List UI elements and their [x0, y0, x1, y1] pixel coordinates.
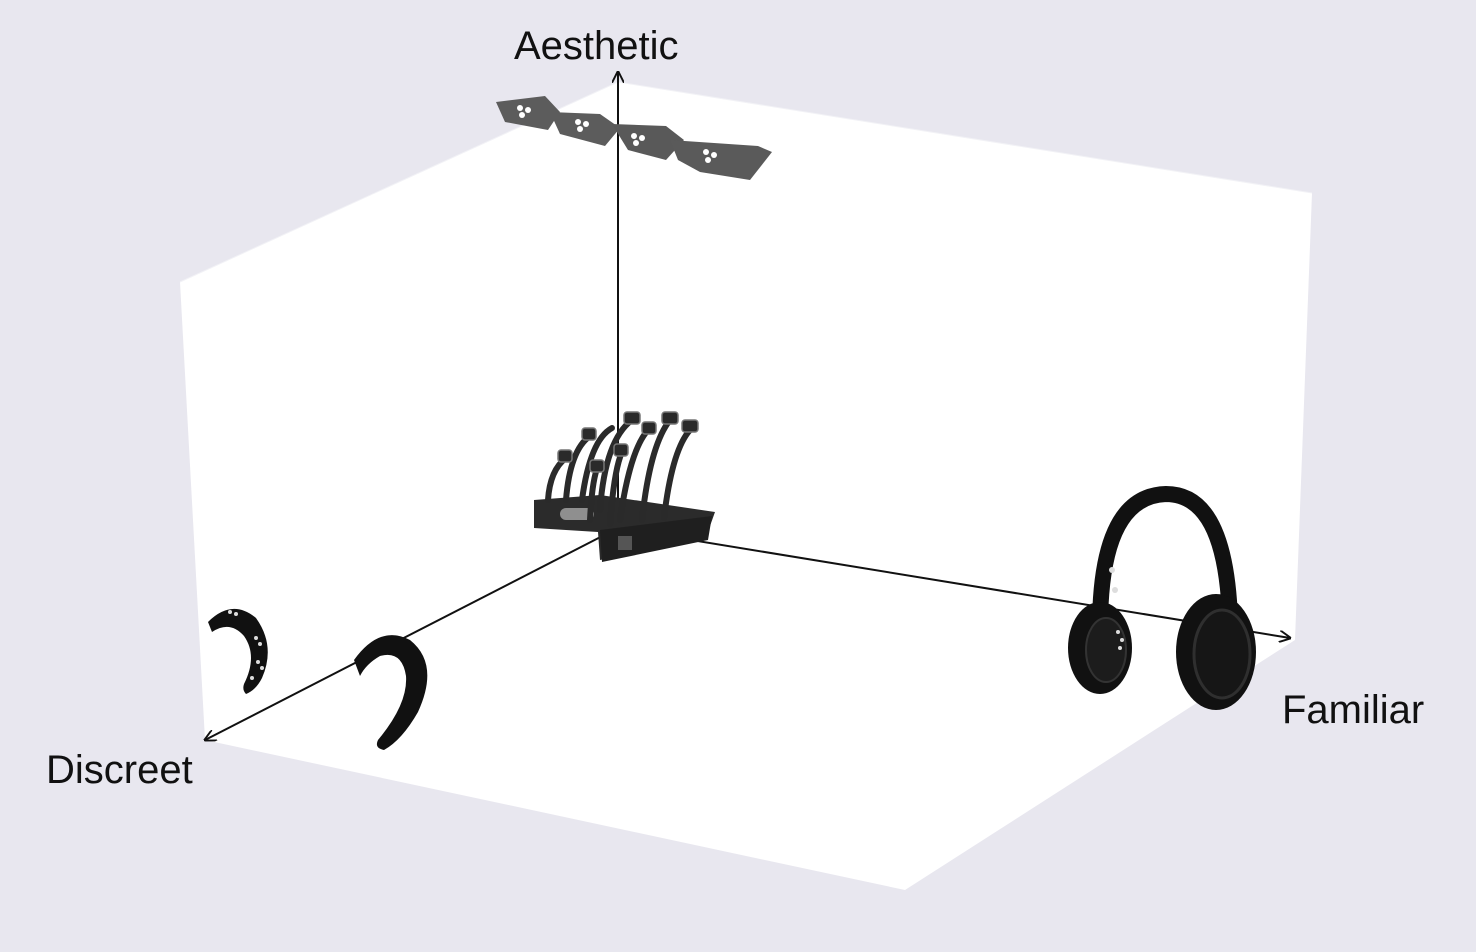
flat-sensor-strip-icon: [496, 96, 772, 180]
axis-label-familiar: Familiar: [1282, 688, 1425, 732]
familiar-axis: [617, 527, 1290, 638]
ear-hook-small-icon: [208, 608, 268, 694]
ear-hook-large-icon: [354, 635, 428, 750]
axis-label-discreet: Discreet: [46, 748, 193, 792]
headphones-icon: [1068, 485, 1256, 710]
discreet-axis: [205, 527, 619, 740]
cube-floor: [205, 520, 1295, 890]
axis-label-aesthetic: Aesthetic: [514, 24, 679, 68]
eeg-headset-icon: [534, 411, 715, 562]
cube-left-wall: [180, 82, 618, 740]
